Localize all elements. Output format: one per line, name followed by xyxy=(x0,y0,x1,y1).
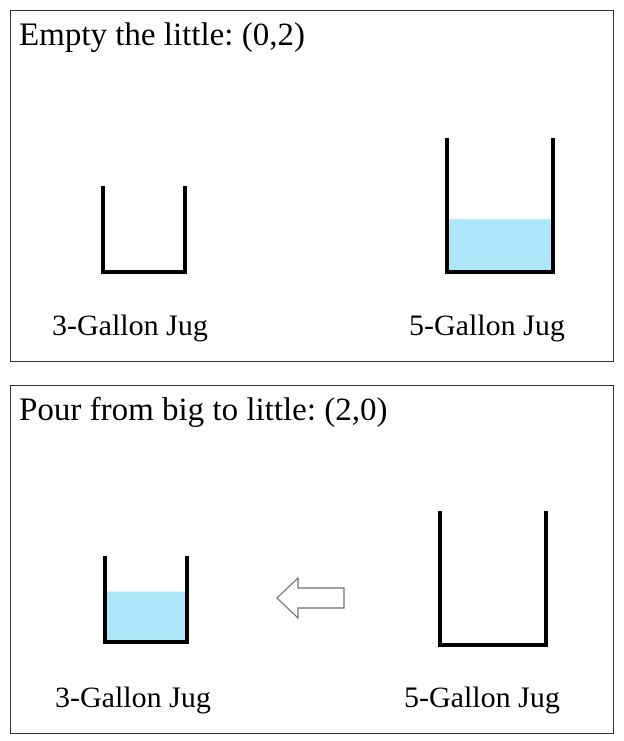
little-jug-water xyxy=(107,591,187,642)
big-jug-outline xyxy=(438,511,548,647)
big-jug-water xyxy=(449,219,553,272)
little-jug xyxy=(103,556,189,644)
step-title: Empty the little: (0,2) xyxy=(19,17,305,53)
pour-left-arrow-icon xyxy=(276,576,345,620)
big-jug-label: 5-Gallon Jug xyxy=(409,309,565,342)
big-jug-label: 5-Gallon Jug xyxy=(404,681,560,714)
big-jug-outline xyxy=(445,138,555,274)
little-jug xyxy=(101,186,187,274)
step-panel-pour-big-to-little: Pour from big to little: (2,0) 3-Gallon … xyxy=(10,385,614,734)
big-jug xyxy=(445,138,555,274)
little-jug-outline xyxy=(101,186,187,274)
little-jug-outline xyxy=(103,556,189,644)
little-jug-label: 3-Gallon Jug xyxy=(52,309,208,342)
little-jug-label: 3-Gallon Jug xyxy=(55,681,211,714)
big-jug xyxy=(438,511,548,647)
step-panel-empty-little: Empty the little: (0,2) 3-Gallon Jug 5-G… xyxy=(10,10,614,362)
step-title: Pour from big to little: (2,0) xyxy=(19,392,388,428)
